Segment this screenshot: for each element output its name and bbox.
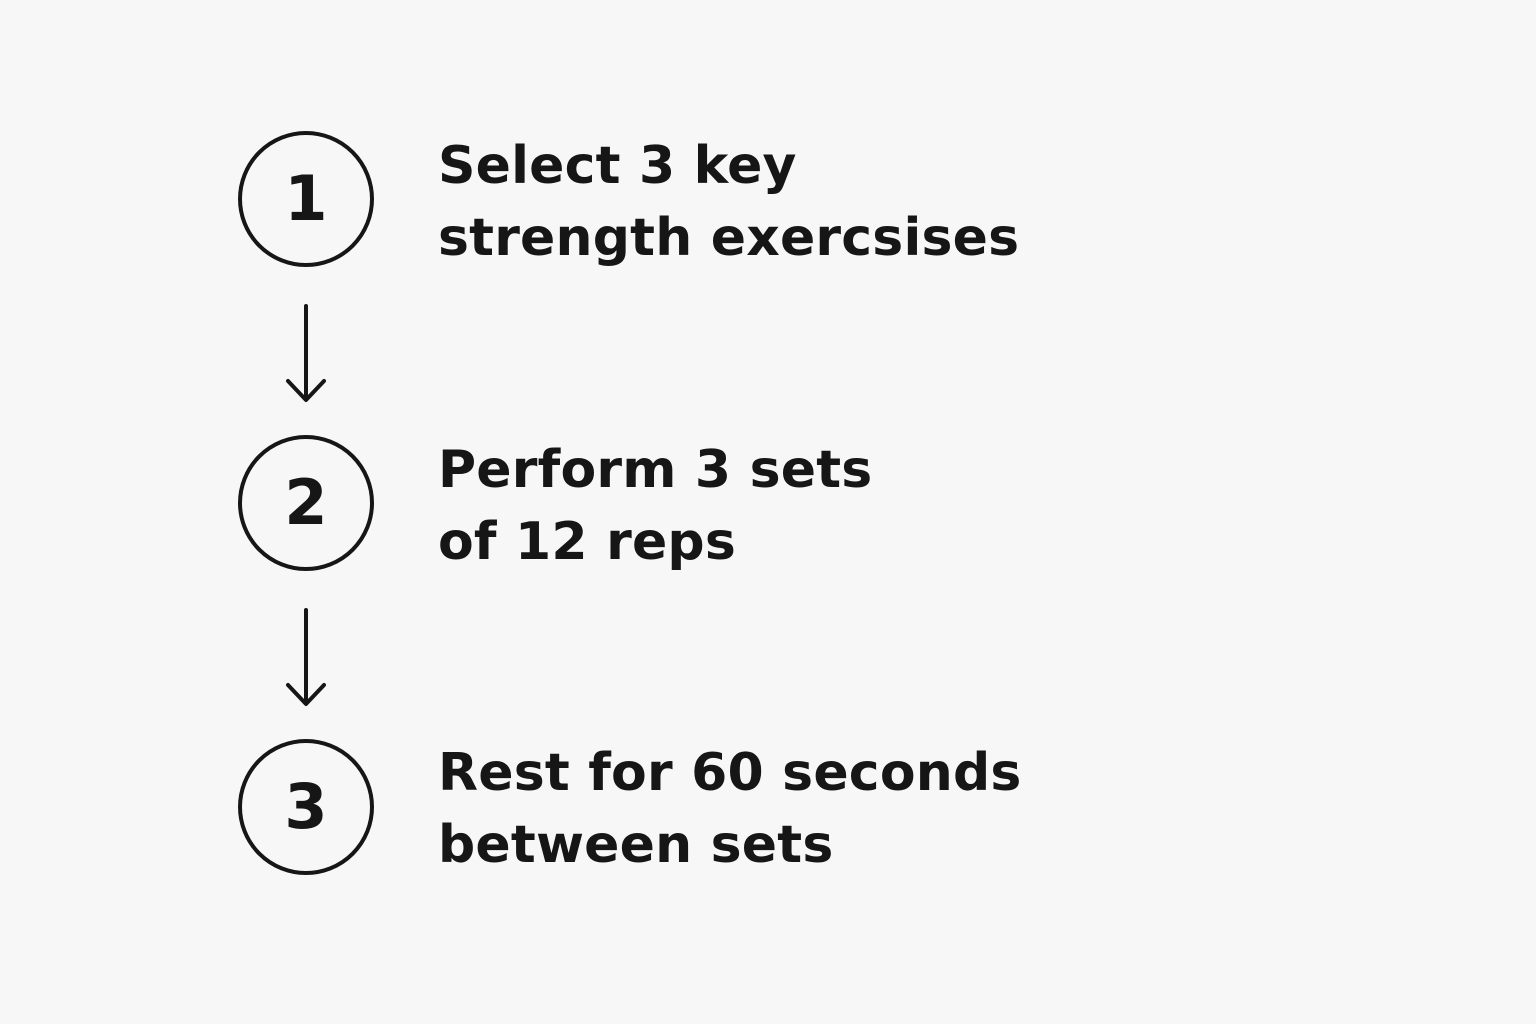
step-1-label-line-1: Select 3 key bbox=[438, 136, 797, 196]
step-3-circle: 3 bbox=[238, 739, 374, 875]
step-3-number: 3 bbox=[284, 770, 328, 843]
step-3-label-line-2: between sets bbox=[438, 815, 834, 875]
step-1-number: 1 bbox=[284, 162, 328, 235]
arrow-down-icon bbox=[286, 608, 326, 706]
step-3-label-line-1: Rest for 60 seconds bbox=[438, 743, 1022, 803]
step-3-label: Rest for 60 seconds between sets bbox=[438, 737, 1022, 881]
step-1-label: Select 3 key strength exercsises bbox=[438, 130, 1019, 274]
step-2-label: Perform 3 sets of 12 reps bbox=[438, 434, 872, 578]
step-2-number: 2 bbox=[284, 466, 328, 539]
step-2-label-line-1: Perform 3 sets bbox=[438, 440, 873, 500]
arrow-down-icon bbox=[286, 304, 326, 402]
step-1-circle: 1 bbox=[238, 131, 374, 267]
step-1-label-line-2: strength exercsises bbox=[438, 208, 1020, 268]
step-2-circle: 2 bbox=[238, 435, 374, 571]
step-2-label-line-2: of 12 reps bbox=[438, 512, 737, 572]
